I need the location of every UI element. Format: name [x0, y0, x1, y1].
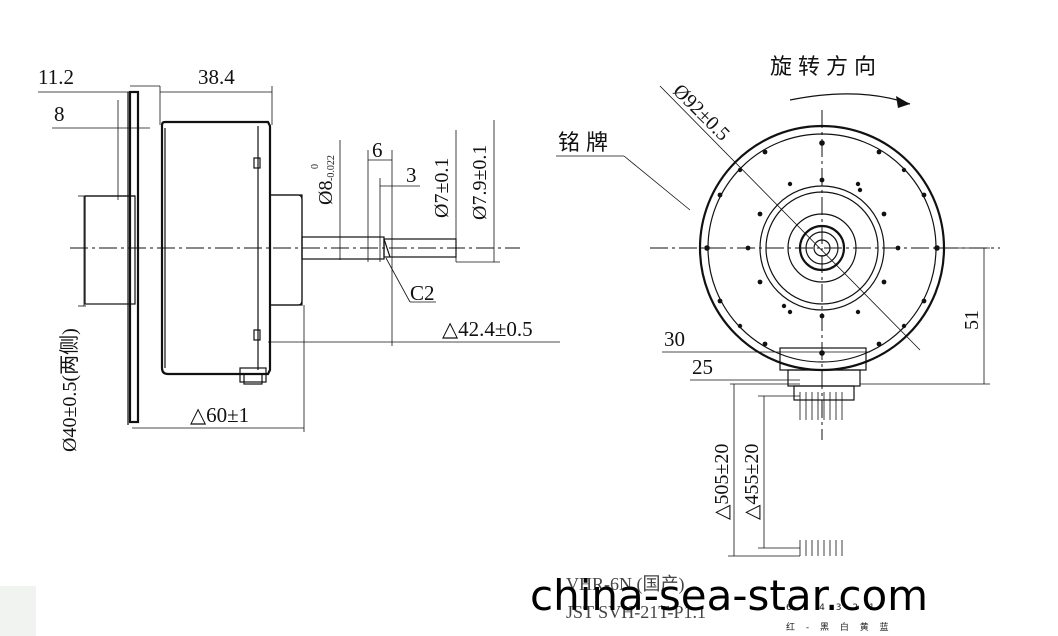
dim-60: △60±1 [190, 403, 249, 427]
dim-phi8-lower: -0.022 [326, 155, 337, 181]
dim-30: 30 [664, 327, 685, 351]
dim-8: 8 [54, 102, 65, 126]
dim-phi7-9: Ø7.9±0.1 [469, 145, 491, 220]
connector-line-1: VHR-6N (国产) [566, 574, 685, 595]
dim-6: 6 [372, 138, 383, 162]
dim-51: 51 [961, 310, 983, 330]
dim-3: 3 [406, 163, 417, 187]
front-view: Ø92±0.5 旋转方向 铭牌 30 25 51 [556, 55, 1000, 557]
dim-phi8-upper: 0 [310, 164, 321, 169]
chamfer-label: C2 [410, 281, 435, 305]
dim-phi7: Ø7±0.1 [431, 158, 453, 218]
dim-phi40: Ø40±0.5(两侧) [58, 328, 81, 452]
dim-25: 25 [692, 355, 713, 379]
lead-wires [799, 400, 843, 556]
rotation-direction-label: 旋转方向 [770, 55, 882, 80]
side-view: 11.2 38.4 8 Ø8 0 -0.022 6 3 Ø7±0.1 Ø7.9±… [38, 65, 560, 452]
watermark: china-sea-star.com [530, 571, 928, 620]
dim-phi92: Ø92±0.5 [668, 80, 733, 145]
dim-42-4: △42.4±0.5 [442, 317, 533, 341]
connector-line-2: JST SVH-21T-P1.1 [566, 602, 706, 622]
dim-11-2: 11.2 [38, 65, 74, 89]
connector-wire-colors: 红 - 黑 白 黄 蓝 [786, 621, 893, 633]
dim-505: △505±20 [711, 444, 733, 520]
connector-notes: VHR-6N (国产) JST SVH-21T-P1.1 6 5 4 3 2 1… [566, 574, 893, 633]
connector-pin-numbers: 6 5 4 3 2 1 [786, 603, 879, 613]
nameplate-label: 铭牌 [558, 131, 614, 156]
dim-phi8: Ø8 [315, 181, 337, 205]
dim-38-4: 38.4 [198, 65, 235, 89]
dim-455: △455±20 [741, 444, 763, 520]
shaft-tolerance: Ø8 0 -0.022 [310, 155, 337, 205]
